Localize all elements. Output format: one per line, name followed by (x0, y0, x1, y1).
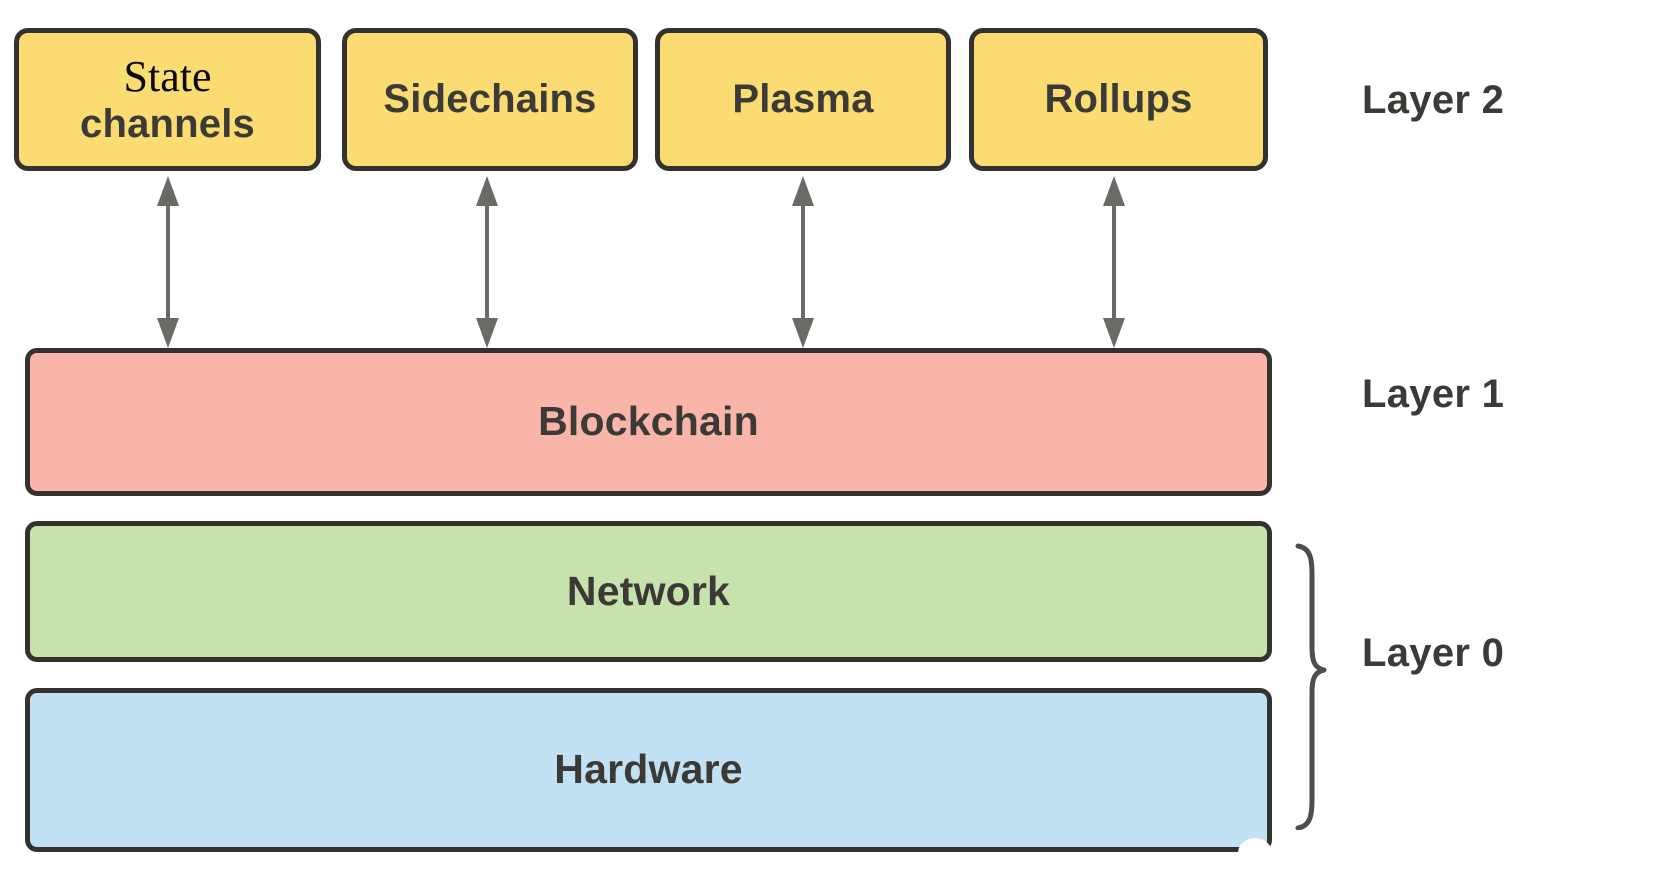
connector-arrow-state-channels (155, 176, 181, 348)
layer2-card-label: Plasma (732, 77, 874, 122)
layer2-card-plasma[interactable]: Plasma (655, 28, 951, 171)
layer2-caption: Layer 2 (1362, 78, 1505, 122)
connector-arrow-sidechains (474, 176, 500, 348)
layer2-card-label-line2: channels (80, 101, 255, 146)
layer2-card-label-line1: State (123, 52, 212, 102)
layer1-bar-blockchain[interactable]: Blockchain (25, 348, 1272, 496)
layer0-bar-label: Hardware (554, 746, 743, 793)
layer2-card-label: State channels (80, 52, 255, 146)
image-artifact (1238, 838, 1272, 868)
layer1-caption: Layer 1 (1362, 372, 1505, 416)
layer2-card-sidechains[interactable]: Sidechains (342, 28, 638, 171)
layer2-card-label: Sidechains (383, 77, 597, 122)
layer2-card-rollups[interactable]: Rollups (969, 28, 1268, 171)
layer0-bar-network[interactable]: Network (25, 521, 1272, 662)
layer0-bar-label: Network (566, 567, 731, 614)
layer2-card-label: Rollups (1044, 77, 1193, 122)
layer0-bar-hardware[interactable]: Hardware (25, 688, 1272, 852)
layer1-bar-label: Blockchain (538, 398, 759, 445)
layer2-card-state-channels[interactable]: State channels (14, 28, 321, 171)
connector-arrow-plasma (790, 176, 816, 348)
layer0-grouping-brace (1288, 500, 1336, 830)
layer0-caption: Layer 0 (1362, 631, 1505, 675)
connector-arrow-rollups (1101, 176, 1127, 348)
